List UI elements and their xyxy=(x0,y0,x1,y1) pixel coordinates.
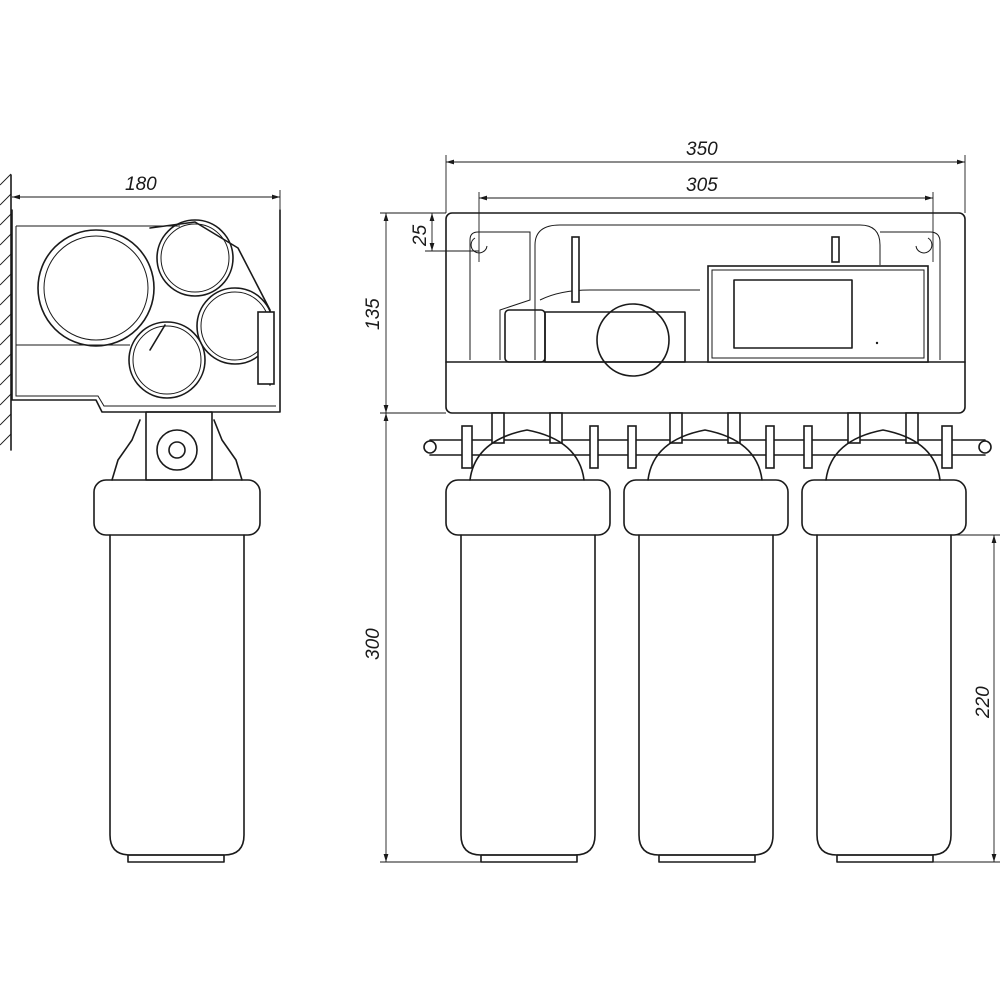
dim-25: 25 xyxy=(410,212,479,252)
dim-135: 135 xyxy=(363,212,446,414)
dim-350: 350 xyxy=(445,139,966,213)
dim-305-label: 305 xyxy=(686,175,718,196)
front-housing-3 xyxy=(801,412,967,863)
dim-305: 305 xyxy=(478,175,934,262)
front-housing-1 xyxy=(445,412,611,863)
dim-220: 220 xyxy=(933,534,1000,863)
side-view: 180 xyxy=(0,173,281,863)
side-membrane-circle xyxy=(37,229,155,347)
wall-hatching xyxy=(0,173,12,451)
dim-300-label: 300 xyxy=(363,628,384,660)
dim-25-label: 25 xyxy=(410,224,431,247)
side-hanger xyxy=(111,411,243,481)
dim-180: 180 xyxy=(12,174,281,210)
dim-350-label: 350 xyxy=(686,139,718,160)
front-view: 350 305 25 135 300 xyxy=(363,139,1000,863)
front-housing-2 xyxy=(623,412,789,863)
dim-220-label: 220 xyxy=(973,686,994,719)
dim-135-label: 135 xyxy=(363,298,384,330)
dim-180-label: 180 xyxy=(125,174,157,195)
front-head xyxy=(445,212,966,414)
front-manifold xyxy=(423,425,992,469)
side-filter-housing xyxy=(93,479,261,863)
dim-300: 300 xyxy=(363,413,481,863)
side-bracket xyxy=(11,209,281,413)
